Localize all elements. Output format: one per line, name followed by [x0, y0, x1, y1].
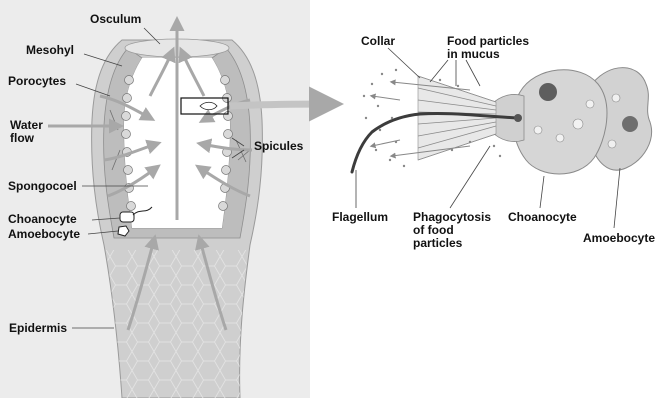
choanocyte-detail [352, 48, 652, 228]
label-food-particles-in-mucus: Food particles in mucus [447, 35, 529, 61]
label-spongocoel: Spongocoel [8, 180, 77, 193]
label-choanocyte-left: Choanocyte [8, 213, 77, 226]
label-amoebocyte-left: Amoebocyte [8, 228, 80, 241]
epidermis-texture [106, 250, 248, 398]
zoom-connector-arrow [230, 104, 330, 106]
choanocyte-nucleus [539, 83, 557, 101]
label-spicules: Spicules [254, 140, 303, 153]
amoebocyte-vesicle [608, 140, 616, 148]
label-mesohyl: Mesohyl [26, 44, 74, 57]
label-flagellum: Flagellum [332, 211, 388, 224]
label-choanocyte-right: Choanocyte [508, 211, 577, 224]
label-phagocytosis-of-food-particles: Phagocytosis of food particles [413, 211, 491, 250]
label-osculum: Osculum [90, 13, 141, 26]
label-epidermis: Epidermis [9, 322, 67, 335]
label-porocytes: Porocytes [8, 75, 66, 88]
choanocyte-highlight [120, 212, 134, 222]
basal-body [514, 114, 522, 122]
amoebocyte-nucleus [622, 116, 638, 132]
label-water-flow: Water flow [10, 119, 43, 145]
amoebocyte-vesicle [612, 94, 620, 102]
label-amoebocyte-right: Amoebocyte [583, 232, 655, 245]
label-collar: Collar [361, 35, 395, 48]
choanocyte-cell-body [513, 70, 607, 174]
